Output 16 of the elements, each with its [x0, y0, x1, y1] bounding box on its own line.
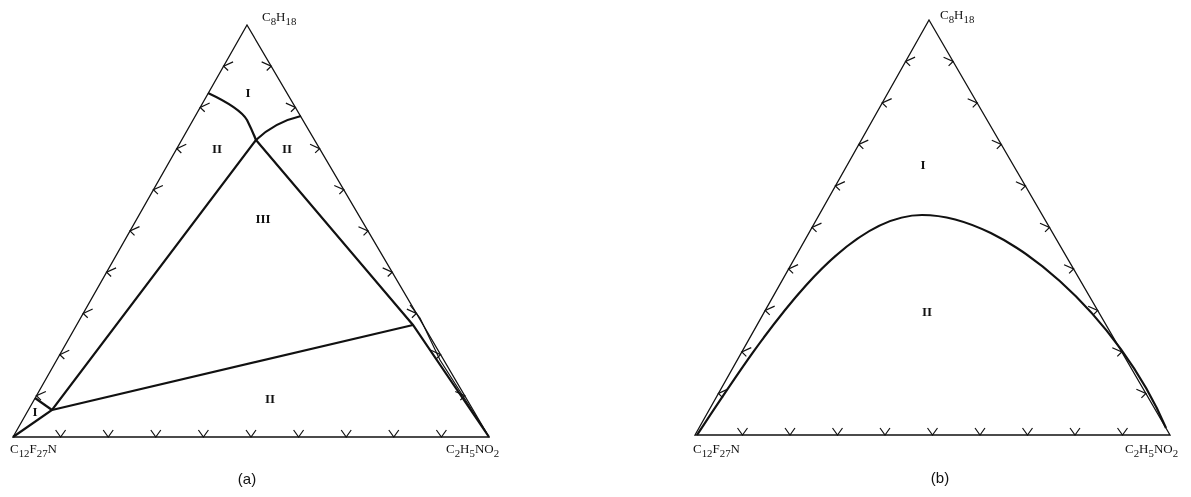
phase-label: II: [211, 141, 223, 155]
phase-label: I: [32, 404, 38, 418]
component-label: C$_{2}$H$_{5}$NO$_{2}$: [1125, 442, 1179, 459]
panel-label: (a): [237, 470, 257, 486]
phase-label: II: [921, 304, 933, 318]
phase-label: I: [920, 157, 926, 171]
component-label: C$_{12}$F$_{27}$N: [693, 442, 740, 459]
component-label: C$_{8}$H$_{18}$: [262, 10, 297, 27]
component-label: C$_{12}$F$_{27}$N: [10, 442, 57, 459]
phase-label: II: [281, 141, 293, 155]
component-label: C$_{8}$H$_{18}$: [940, 8, 975, 25]
phase-label: II: [264, 391, 276, 405]
panel-label: (b): [930, 469, 950, 485]
component-label: C$_{2}$H$_{5}$NO$_{2}$: [446, 442, 500, 459]
phase-label: III: [255, 211, 271, 225]
phase-label: I: [245, 85, 251, 99]
